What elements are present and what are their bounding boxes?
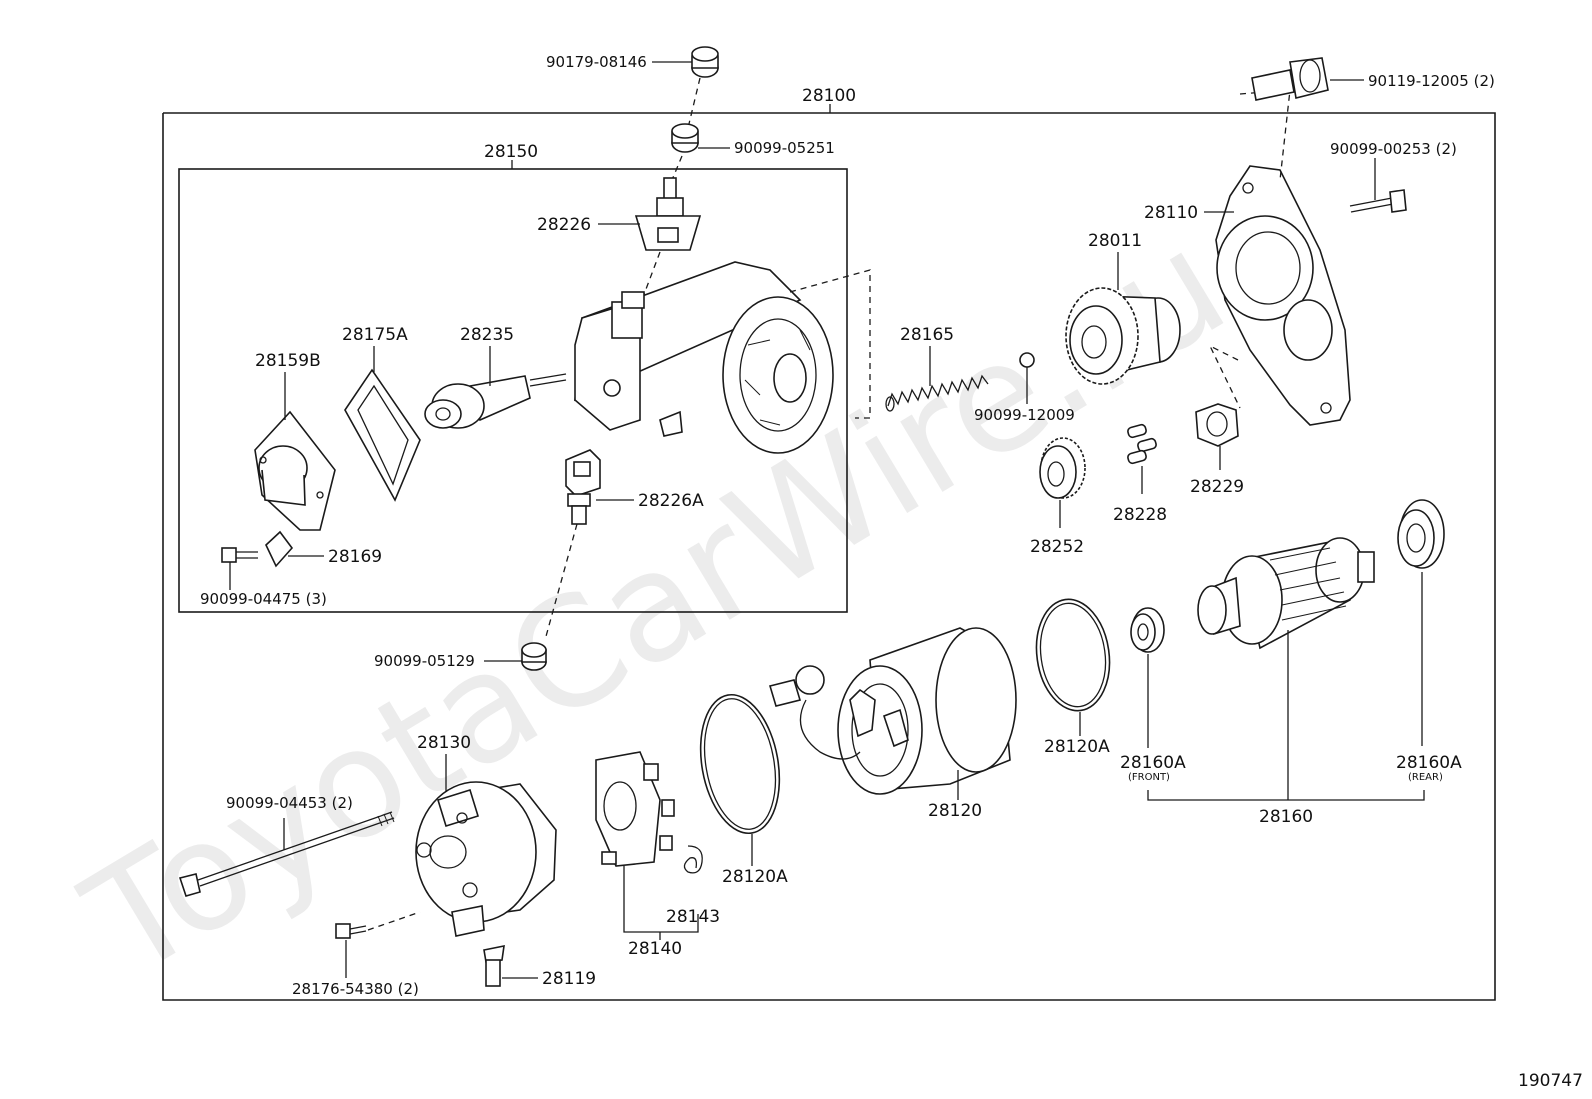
cover-28159B [254, 410, 336, 531]
bearing-28160A-rear [1397, 499, 1445, 569]
diagram-id: 190747 [1518, 1071, 1583, 1091]
label-28011[interactable]: 28011 [1088, 231, 1142, 251]
terminal-bolt-28226 [634, 177, 702, 251]
label-28165[interactable]: 28165 [900, 325, 954, 345]
label-28160A-front-note[interactable]: (FRONT) [1128, 772, 1170, 783]
label-28160A-rear-note[interactable]: (REAR) [1408, 772, 1443, 783]
screw-28176-54380 [335, 923, 367, 939]
drive-housing-28110 [1215, 165, 1351, 426]
label-28159B[interactable]: 28159B [255, 351, 321, 371]
solenoid-assembly-frame [178, 168, 848, 613]
label-28235[interactable]: 28235 [460, 325, 514, 345]
label-28228[interactable]: 28228 [1113, 505, 1167, 525]
label-90099-12009[interactable]: 90099-12009 [974, 406, 1075, 424]
label-90099-04453[interactable]: 90099-04453 (2) [226, 794, 353, 812]
end-frame-28130 [415, 781, 557, 937]
bearing-28160A-front [1130, 607, 1165, 653]
label-28176-54380[interactable]: 28176-54380 (2) [292, 980, 419, 998]
label-28150[interactable]: 28150 [484, 142, 538, 162]
label-28130[interactable]: 28130 [417, 733, 471, 753]
label-90099-05251[interactable]: 90099-05251 [734, 139, 835, 157]
label-90099-05129[interactable]: 90099-05129 [374, 652, 475, 670]
label-28226A[interactable]: 28226A [638, 491, 704, 511]
label-90099-04475[interactable]: 90099-04475 (3) [200, 590, 327, 608]
plunger-28235 [424, 373, 567, 429]
label-90179-08146[interactable]: 90179-08146 [546, 53, 647, 71]
label-28160A-rear[interactable]: 28160A [1396, 753, 1462, 773]
starter-assembly-frame [162, 112, 1496, 1001]
label-28110[interactable]: 28110 [1144, 203, 1198, 223]
terminal-28226A [565, 449, 601, 525]
label-28160A-front[interactable]: 28160A [1120, 753, 1186, 773]
drive-clutch-28011 [1065, 287, 1181, 385]
label-28143[interactable]: 28143 [666, 907, 720, 927]
plate-28169 [265, 530, 294, 568]
label-28120A-left[interactable]: 28120A [722, 867, 788, 887]
o-ring-28120A-left [699, 693, 781, 835]
yoke-28120 [768, 627, 1017, 795]
spring-28143 [683, 845, 703, 874]
label-28100[interactable]: 28100 [802, 86, 856, 106]
plug-28119 [483, 944, 505, 987]
label-28252[interactable]: 28252 [1030, 537, 1084, 557]
o-ring-28120A-right [1035, 598, 1111, 712]
nut-90179-08146 [691, 46, 719, 78]
label-28175A[interactable]: 28175A [342, 325, 408, 345]
label-28119[interactable]: 28119 [542, 969, 596, 989]
label-28140[interactable]: 28140 [628, 939, 682, 959]
retainer-28229 [1195, 403, 1239, 447]
bolt-90099-00253 [1349, 189, 1407, 213]
label-28120[interactable]: 28120 [928, 801, 982, 821]
idler-gear-28252 [1039, 437, 1086, 499]
solenoid-housing [574, 261, 834, 454]
label-28120A-right[interactable]: 28120A [1044, 737, 1110, 757]
label-28226[interactable]: 28226 [537, 215, 591, 235]
label-28229[interactable]: 28229 [1190, 477, 1244, 497]
spring-28165 [885, 374, 989, 412]
label-90119-12005[interactable]: 90119-12005 (2) [1368, 72, 1495, 90]
through-bolt-90099-04453 [178, 811, 395, 897]
rollers-28228 [1127, 423, 1157, 465]
label-28169[interactable]: 28169 [328, 547, 382, 567]
label-90099-00253[interactable]: 90099-00253 (2) [1330, 140, 1457, 158]
bolt-90099-04475 [221, 547, 258, 563]
nut-90099-05129 [521, 642, 547, 671]
armature-28160 [1197, 537, 1375, 650]
nut-90099-05251 [671, 123, 699, 153]
label-28160[interactable]: 28160 [1259, 807, 1313, 827]
ball-90099-12009 [1019, 352, 1035, 368]
bolt-90119-12005 [1251, 57, 1329, 101]
brush-holder-28140 [595, 751, 675, 867]
gasket-28175A [344, 368, 421, 502]
